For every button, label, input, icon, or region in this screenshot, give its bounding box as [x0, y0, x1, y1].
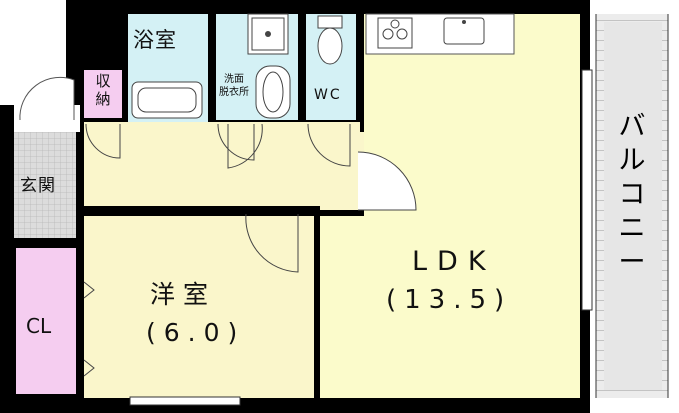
entrance-label: 玄関	[20, 176, 56, 196]
storage-label-1: 収	[95, 72, 111, 90]
door-arc-ldk	[357, 151, 417, 211]
closet-door-marks	[83, 281, 95, 377]
closet-floor	[16, 248, 76, 394]
toilet-icon	[317, 15, 343, 65]
western-window	[129, 396, 241, 406]
sink-icon	[443, 17, 485, 45]
bathtub-icon	[131, 81, 203, 119]
door-arc-storage	[85, 123, 121, 159]
stove-icon	[377, 17, 413, 49]
entrance-floor	[14, 132, 76, 238]
hallway-floor	[84, 122, 360, 206]
ldk-size: (13.5)	[386, 285, 513, 315]
washing-machine-icon	[247, 13, 289, 55]
entrance-door	[19, 76, 75, 121]
balcony-inner	[604, 22, 662, 390]
closet-label: CL	[26, 314, 52, 338]
western-room-floor	[84, 216, 314, 398]
door-arc-western	[245, 213, 299, 273]
balcony-char-1: バ	[618, 111, 646, 142]
balcony-char-2: ル	[618, 145, 646, 176]
storage-label: 収 納	[90, 72, 116, 108]
storage-label-2: 納	[95, 90, 111, 108]
balcony-char-5: ー	[618, 247, 646, 278]
washroom-label: 洗面 脱衣所	[212, 73, 256, 99]
ldk-name: LDK	[412, 246, 496, 277]
balcony-char-3: コ	[618, 179, 646, 210]
balcony-label: バ ル コ ニ ー	[615, 110, 649, 310]
washroom-label-2: 脱衣所	[219, 87, 249, 98]
storage-floor	[84, 70, 122, 118]
washroom-label-1: 洗面	[224, 74, 244, 85]
hallway-floor-ext	[320, 132, 364, 210]
balcony-char-4: ニ	[618, 213, 646, 244]
door-arc-wc	[307, 123, 351, 167]
door-arc-wash	[227, 123, 263, 169]
ldk-floor-lower	[320, 216, 580, 398]
bathroom-label: 浴室	[133, 28, 177, 52]
door-arc-bath	[217, 123, 255, 161]
western-room-size: (6.0)	[146, 318, 246, 347]
wc-label: WC	[314, 87, 342, 103]
ldk-window	[581, 69, 593, 311]
western-room-name: 洋室	[150, 280, 217, 309]
wash-basin-icon	[255, 65, 291, 119]
